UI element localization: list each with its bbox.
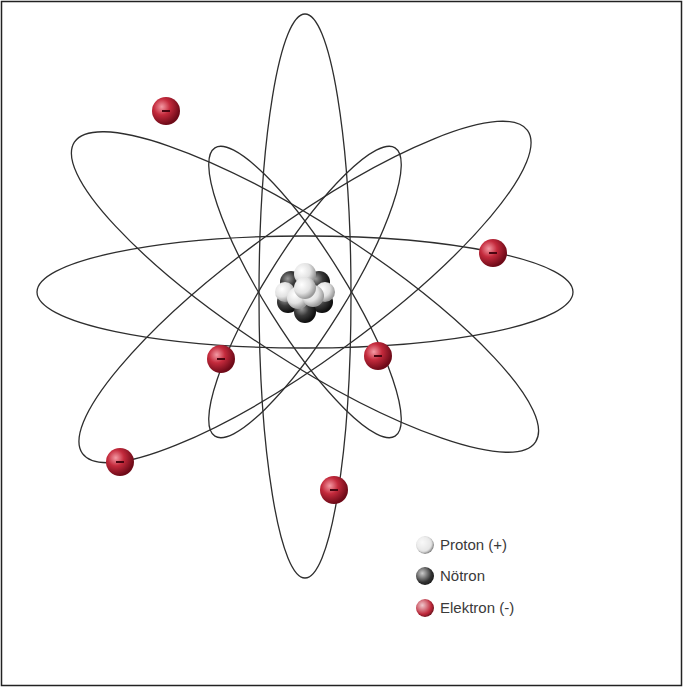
electron: [320, 476, 348, 504]
orbit: [37, 85, 572, 499]
orbit: [259, 14, 351, 578]
orbit: [37, 236, 573, 348]
proton: [294, 277, 316, 299]
electron: [479, 239, 507, 267]
orbit: [181, 127, 429, 458]
legend-label: Nötron: [440, 567, 485, 585]
electron: [152, 97, 180, 125]
orbit: [181, 127, 429, 458]
electron: [106, 448, 134, 476]
legend-label: Proton (+): [440, 536, 507, 554]
legend-swatch: [416, 567, 434, 585]
legend-label: Elektron (-): [440, 599, 514, 617]
orbit: [43, 75, 568, 508]
legend-swatch: [416, 536, 434, 554]
electron: [364, 342, 392, 370]
legend-row: Elektron (-): [416, 599, 514, 617]
legend-row: Nötron: [416, 567, 485, 585]
nucleus: [275, 263, 335, 323]
electrons: [106, 97, 507, 504]
electron: [207, 345, 235, 373]
legend-row: Proton (+): [416, 536, 507, 554]
legend-swatch: [416, 599, 434, 617]
orbits: [37, 14, 573, 578]
